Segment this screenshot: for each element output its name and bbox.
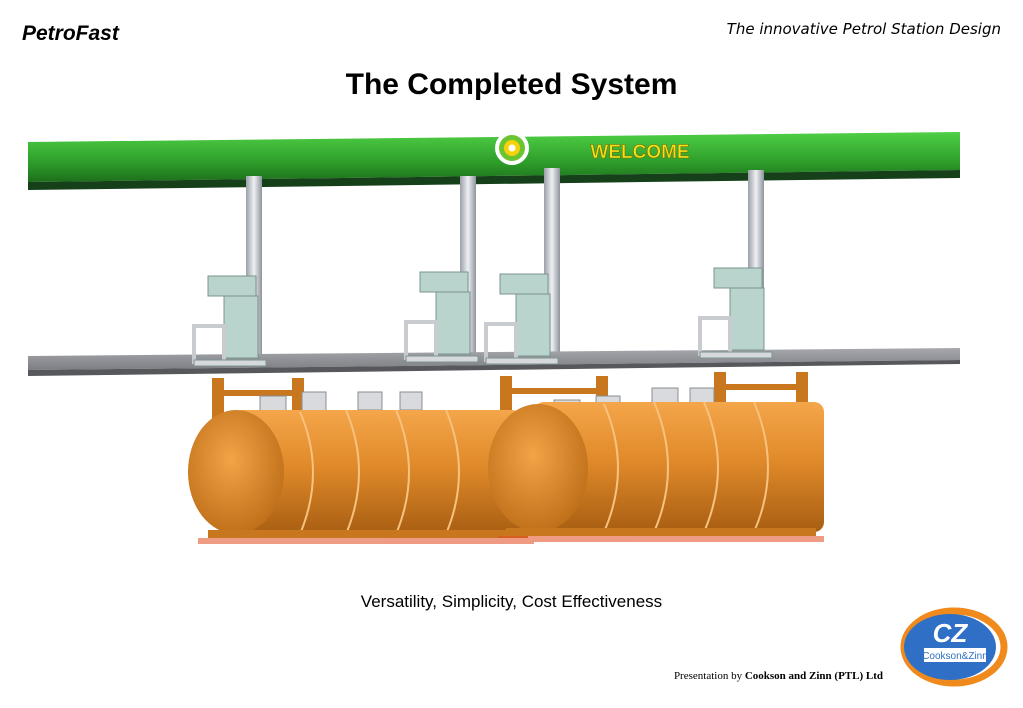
fuel-dispensers: [192, 267, 773, 367]
canopy-sign: WELCOME: [590, 142, 689, 163]
credit-prefix: Presentation by: [673, 670, 743, 682]
storage-tank-left: [188, 409, 528, 538]
canopy-poles: [246, 168, 764, 362]
tagline: The innovative Petrol Station Design: [726, 20, 1001, 38]
canopy-logo-icon: [495, 131, 529, 165]
petrol-station-illustration: WELCOME: [28, 131, 960, 544]
presentation-credit: Presentation by Cookson and Zinn (PTL) L…: [674, 670, 883, 682]
logo-text: Cookson&Zinn: [922, 651, 988, 662]
slide-title: The Completed System: [345, 68, 678, 101]
canopy: WELCOME: [28, 131, 960, 190]
brand-name: PetroFast: [22, 22, 119, 45]
company-name: Cookson and Zinn (PTL) Ltd: [744, 670, 883, 682]
slide-subtitle: Versatility, Simplicity, Cost Effectiven…: [360, 592, 663, 611]
cookson-zinn-logo-icon: CZ Cookson&Zinn: [900, 607, 1008, 687]
storage-tank-right: [488, 401, 824, 536]
ground-shadow: [198, 536, 824, 544]
logo-initials: CZ: [933, 618, 969, 648]
